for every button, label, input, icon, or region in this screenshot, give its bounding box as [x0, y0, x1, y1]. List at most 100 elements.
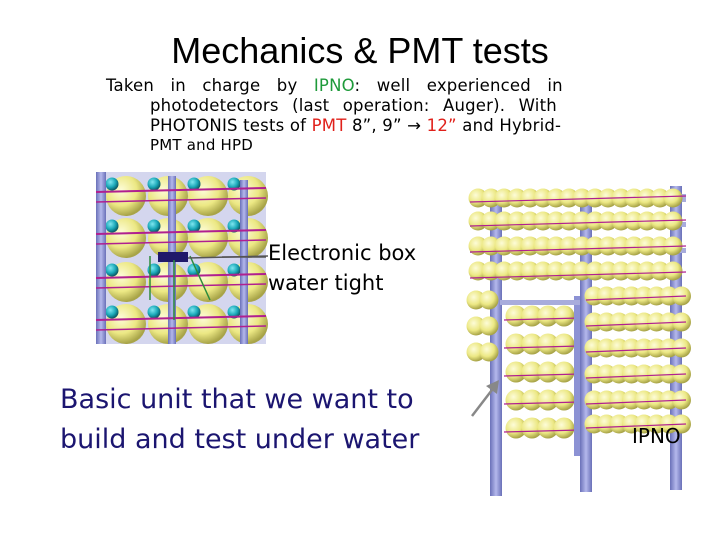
pmt-sphere: [468, 261, 488, 281]
arrow-glyph: →: [407, 116, 422, 135]
module-closeup-image: [95, 172, 269, 344]
cable: [585, 347, 687, 353]
pmt-sphere: [537, 389, 559, 411]
cable: [95, 283, 267, 289]
intro-line-1: Taken in charge by IPNO: well experience…: [106, 76, 563, 95]
pmt-head: [187, 305, 201, 319]
pmt-sphere: [546, 211, 566, 231]
cable: [95, 197, 267, 203]
pmt-sphere: [521, 417, 543, 439]
pmt-sphere: [537, 361, 559, 383]
cable: [503, 373, 581, 377]
pmt-sphere: [650, 188, 670, 208]
pmt-sphere: [537, 417, 559, 439]
cable: [585, 321, 687, 327]
pmt-sphere: [466, 316, 486, 336]
cable: [585, 423, 687, 429]
pmt-sphere: [479, 290, 499, 310]
pmt-sphere: [505, 305, 527, 327]
cable: [469, 271, 687, 279]
pmt-sphere: [598, 211, 618, 231]
pmt-sphere: [663, 211, 683, 231]
pmt-sphere: [559, 188, 579, 208]
cable: [503, 345, 581, 349]
pmt-sphere: [572, 261, 592, 281]
pmt-sphere: [494, 188, 514, 208]
pmt-sphere: [572, 188, 592, 208]
pmt-head: [105, 263, 119, 277]
cable: [95, 187, 267, 193]
intro-line-2: photodetectors (last operation: Auger). …: [150, 96, 557, 115]
pmt-sphere: [572, 211, 592, 231]
pmt-sphere: [611, 211, 631, 231]
pmt-sphere: [559, 211, 579, 231]
electronic-box: [158, 252, 188, 262]
pmt-head: [105, 219, 119, 233]
pmt-head: [187, 219, 201, 233]
cable: [95, 239, 267, 245]
pmt-sphere: [521, 333, 543, 355]
pmt-sphere: [546, 188, 566, 208]
pmt-sphere: [468, 188, 488, 208]
pmt-head: [227, 177, 241, 191]
pmt-sphere: [650, 236, 670, 256]
pmt-sphere: [507, 211, 527, 231]
ipno-credit: IPNO: [632, 424, 681, 448]
pmt-sphere: [553, 389, 575, 411]
pmt-sphere: [466, 290, 486, 310]
pmt-sphere: [637, 261, 657, 281]
pmt-head: [227, 263, 241, 277]
pmt-sphere: [520, 188, 540, 208]
pmt-sphere: [624, 236, 644, 256]
pmt-sphere: [572, 236, 592, 256]
pmt-sphere: [505, 417, 527, 439]
cable: [469, 195, 687, 203]
intro-line-3: PHOTONIS tests of PMT 8”, 9” → 12” and H…: [150, 116, 562, 135]
intro-line-4: PMT and HPD: [150, 136, 253, 154]
slide-title: Mechanics & PMT tests: [171, 30, 549, 71]
cable: [95, 273, 267, 279]
pmt-head: [187, 177, 201, 191]
pmt-sphere: [521, 389, 543, 411]
pmt-sphere: [637, 188, 657, 208]
cable: [469, 219, 687, 227]
cable: [585, 373, 687, 379]
pmt-sphere: [468, 236, 488, 256]
electronic-box-label: Electronic box water tight: [268, 241, 417, 295]
pmt-sphere: [521, 361, 543, 383]
cable: [95, 315, 267, 321]
pmt-sphere: [585, 261, 605, 281]
pmt-sphere: [553, 333, 575, 355]
cable: [503, 401, 581, 405]
cable: [503, 317, 581, 321]
pmt-sphere: [505, 389, 527, 411]
pmt-head: [147, 305, 161, 319]
pmt-sphere: [553, 361, 575, 383]
pmt-sphere: [481, 261, 501, 281]
pmt-sphere: [585, 211, 605, 231]
pmt-head: [147, 177, 161, 191]
pmt-head: [105, 177, 119, 191]
pmt-sphere: [585, 236, 605, 256]
pmt-sphere: [505, 333, 527, 355]
pmt-sphere: [533, 211, 553, 231]
cable: [503, 429, 581, 433]
pmt-sphere: [507, 261, 527, 281]
pmt-sphere: [598, 236, 618, 256]
basic-unit-caption: Basic unit that we want to build and tes…: [60, 384, 420, 455]
pointer-arrow: [471, 380, 499, 417]
pmt-sphere: [520, 211, 540, 231]
pmt-sphere: [505, 361, 527, 383]
pmt-sphere: [553, 305, 575, 327]
ipno-highlight: IPNO: [313, 76, 355, 95]
pmt-head: [105, 305, 119, 319]
pmt-sphere: [537, 333, 559, 355]
pmt-sphere: [481, 188, 501, 208]
twelve-inch-highlight: 12”: [426, 116, 457, 135]
pmt-sphere: [533, 236, 553, 256]
pmt-highlight: PMT: [311, 116, 347, 135]
pmt-head: [227, 219, 241, 233]
pmt-sphere: [546, 236, 566, 256]
pmt-sphere: [507, 188, 527, 208]
pmt-sphere: [650, 261, 670, 281]
